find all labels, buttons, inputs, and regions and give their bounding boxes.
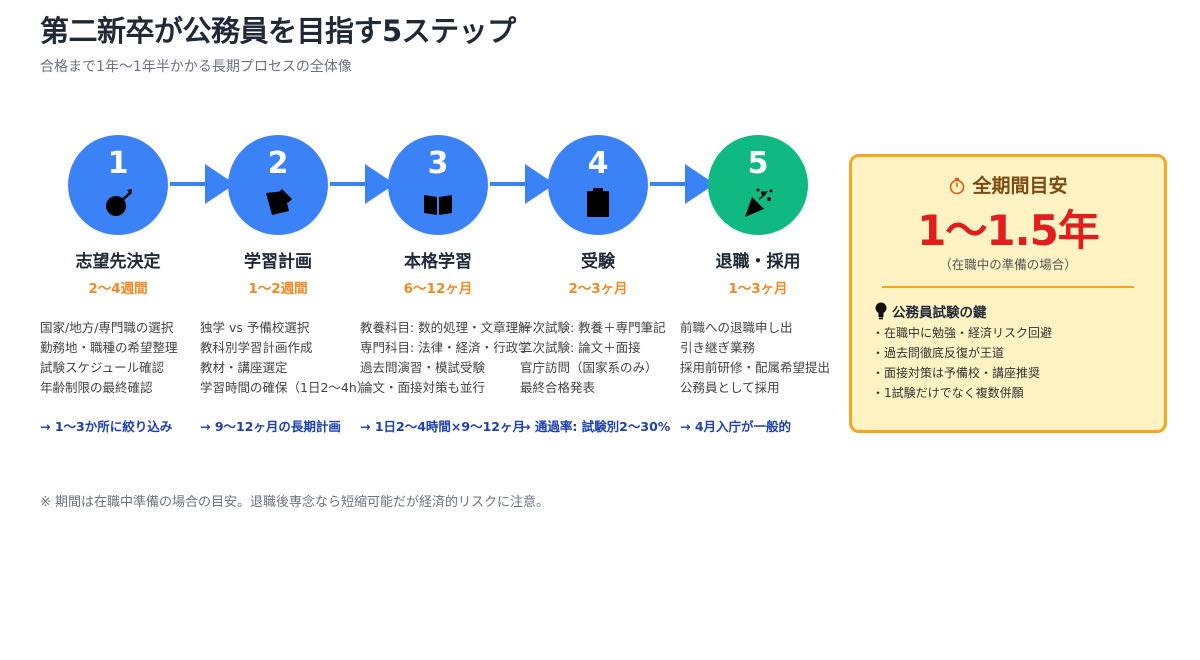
step-number: 3: [427, 146, 449, 181]
page-subtitle: 合格まで1年〜1年半かかる長期プロセスの全体像: [40, 59, 352, 75]
step-title: 学習計画: [244, 252, 312, 272]
step-circle: 1: [68, 135, 168, 235]
step-bullets: 教養科目: 数的処理・文章理解 専門科目: 法律・経済・行政学 過去問演習・模試…: [360, 318, 531, 398]
clipboard-icon: [587, 188, 609, 217]
memo-icon: [266, 189, 292, 215]
step-note: → 1日2〜4時間×9〜12ヶ月: [360, 419, 525, 434]
summary-divider: [882, 286, 1134, 288]
list-item: 官庁訪問（国家系のみ）: [520, 360, 658, 375]
step-title: 受験: [581, 252, 615, 272]
step-number: 5: [747, 146, 769, 181]
step-circle: 4: [548, 135, 648, 235]
list-item: 学習時間の確保（1日2〜4h）: [200, 380, 370, 395]
step-duration: 1〜3ヶ月: [728, 281, 788, 297]
step-title: 退職・採用: [715, 252, 801, 272]
step-number: 2: [267, 146, 289, 181]
step-duration: 2〜3ヶ月: [568, 281, 628, 297]
list-item: 採用前研修・配属希望提出: [680, 360, 831, 375]
summary-condition: （在職中の準備の場合）: [939, 257, 1077, 272]
summary-heading: 全期間目安: [972, 175, 1068, 197]
list-item: ・在職中に勉強・経済リスク回避: [872, 326, 1053, 340]
step-bullets: 前職への退職申し出 引き継ぎ業務 採用前研修・配属希望提出 公務員として採用: [680, 318, 830, 398]
step-number: 4: [587, 146, 609, 181]
page-title: 第二新卒が公務員を目指す5ステップ: [40, 14, 516, 48]
list-item: 二次試験: 論文＋面接: [520, 340, 641, 355]
summary-heading-row: 全期間目安: [852, 171, 1164, 198]
step-note: → 4月入庁が一般的: [680, 419, 792, 434]
list-item: 公務員として採用: [680, 380, 780, 395]
list-item: 国家/地方/専門職の選択: [40, 320, 174, 335]
connector-line-3: [490, 182, 530, 186]
step-note: → 1〜3か所に絞り込み: [40, 419, 173, 434]
step-title: 本格学習: [404, 252, 472, 272]
step-duration: 6〜12ヶ月: [403, 281, 473, 297]
step-1: 1 志望先決定 2〜4週間 国家/地方/専門職の選択 勤務地・職種の希望整理 試…: [40, 135, 200, 445]
step-bullets: 国家/地方/専門職の選択 勤務地・職種の希望整理 試験スケジュール確認 年齢制限…: [40, 318, 178, 398]
list-item: ・過去問徹底反復が王道: [872, 346, 1005, 360]
step-5: 5 退職・採用 1〜3ヶ月 前職への退職申し出 引き継ぎ業務 採用前研修・配属希…: [680, 135, 840, 445]
keys-title: 公務員試験の鍵: [892, 305, 987, 321]
list-item: 教養科目: 数的処理・文章理解: [360, 320, 531, 335]
list-item: 一次試験: 教養＋専門筆記: [520, 320, 666, 335]
lightbulb-icon: [875, 302, 887, 320]
list-item: 過去問演習・模試受験: [360, 360, 486, 375]
connector-line-1: [170, 182, 210, 186]
list-item: 独学 vs 予備校選択: [200, 320, 310, 335]
list-item: 引き継ぎ業務: [680, 340, 756, 355]
step-circle: 3: [388, 135, 488, 235]
step-number: 1: [107, 146, 129, 181]
party-popper-icon: [745, 188, 773, 217]
step-duration: 1〜2週間: [248, 281, 308, 297]
list-item: 論文・面接対策も並行: [360, 380, 486, 395]
list-item: ・面接対策は予備校・講座推奨: [872, 366, 1041, 380]
step-duration: 2〜4週間: [88, 281, 148, 297]
step-4: 4 受験 2〜3ヶ月 一次試験: 教養＋専門筆記 二次試験: 論文＋面接 官庁訪…: [520, 135, 680, 445]
list-item: 専門科目: 法律・経済・行政学: [360, 340, 531, 355]
list-item: 試験スケジュール確認: [40, 360, 165, 375]
list-item: 前職への退職申し出: [680, 320, 793, 335]
keys-list: ・在職中に勉強・経済リスク回避 ・過去問徹底反復が王道 ・面接対策は予備校・講座…: [872, 323, 1052, 403]
step-circle: 2: [228, 135, 328, 235]
summary-big-value: 1〜1.5年: [917, 206, 1100, 255]
footnote: ※ 期間は在職中準備の場合の目安。退職後専念なら短縮可能だが経済的リスクに注意。: [40, 495, 550, 510]
book-icon: [424, 195, 452, 215]
step-2: 2 学習計画 1〜2週間 独学 vs 予備校選択 教科別学習計画作成 教材・講座…: [200, 135, 369, 445]
connector-line-2: [330, 182, 370, 186]
step-note: → 通過率: 試験別2〜30%: [520, 419, 671, 434]
step-3: 3 本格学習 6〜12ヶ月 教養科目: 数的処理・文章理解 専門科目: 法律・経…: [360, 135, 531, 445]
keys-heading-row: 公務員試験の鍵: [874, 301, 987, 321]
target-icon: [106, 189, 132, 216]
list-item: 勤務地・職種の希望整理: [40, 340, 178, 355]
step-note: → 9〜12ヶ月の長期計画: [200, 419, 341, 434]
list-item: 教材・講座選定: [200, 360, 288, 375]
step-bullets: 独学 vs 予備校選択 教科別学習計画作成 教材・講座選定 学習時間の確保（1日…: [200, 318, 369, 398]
stopwatch-icon: [950, 178, 965, 195]
step-title: 志望先決定: [75, 252, 161, 272]
list-item: 年齢制限の最終確認: [40, 380, 153, 395]
list-item: ・1試験だけでなく複数併願: [872, 386, 1024, 400]
summary-panel: 全期間目安 1〜1.5年 （在職中の準備の場合） 公務員試験の鍵 ・在職中に勉強…: [849, 154, 1167, 433]
connector-line-4: [650, 182, 690, 186]
step-circle: 5: [708, 135, 808, 235]
step-bullets: 一次試験: 教養＋専門筆記 二次試験: 論文＋面接 官庁訪問（国家系のみ） 最終…: [520, 318, 666, 398]
list-item: 教科別学習計画作成: [200, 340, 313, 355]
list-item: 最終合格発表: [520, 380, 596, 395]
